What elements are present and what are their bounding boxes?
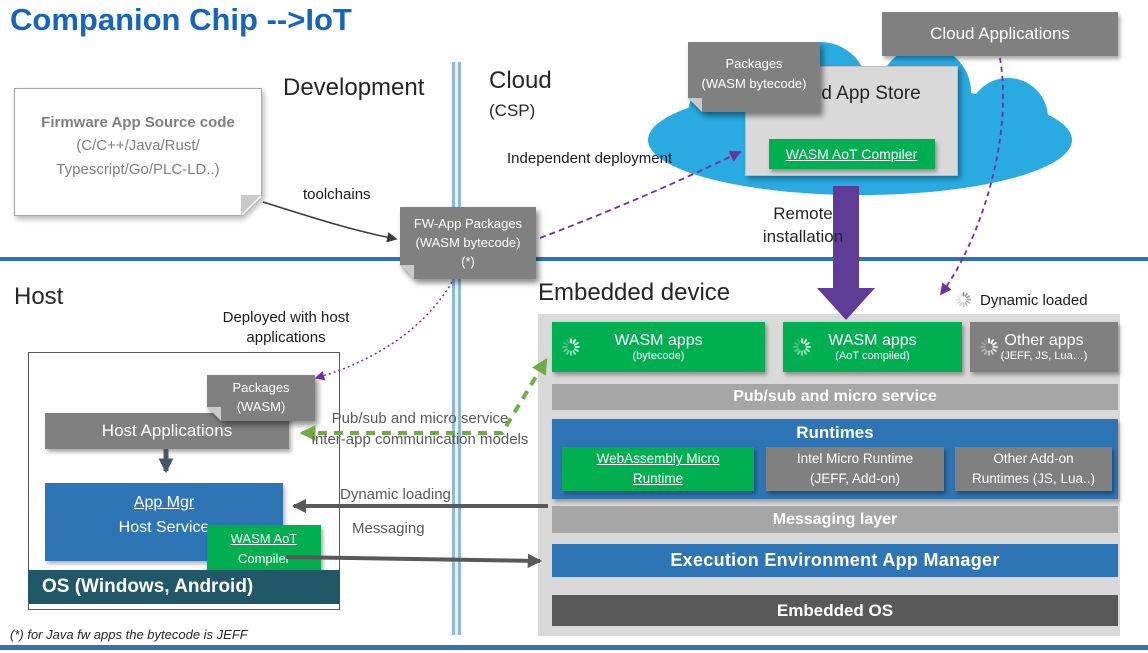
app-subtitle: (JEFF, JS, Lua…) xyxy=(1000,350,1088,362)
compiler-line1: WASM AoT xyxy=(230,531,298,546)
runtime-line2: Runtimes (JS, Lua..) xyxy=(971,471,1096,486)
section-label-development: Development xyxy=(283,74,425,101)
page-title: Companion Chip -->IoT xyxy=(10,2,352,37)
wasm-apps-bytecode-box: WASM apps (bytecode) xyxy=(552,322,765,372)
remote-installation-label: Remote installation xyxy=(748,203,858,249)
app-mgr-line1: App Mgr xyxy=(133,494,195,511)
runtime-line1: WebAssembly Micro xyxy=(596,451,720,467)
intel-micro-runtime-box: Intel Micro Runtime (JEFF, Add-on) xyxy=(766,447,944,491)
wasm-aot-compiler-host: WASM AoT Compiler xyxy=(207,525,321,571)
deployed-line1: Deployed with host xyxy=(222,309,350,326)
horizontal-divider xyxy=(0,257,1148,261)
cloud-note-line1: Packages xyxy=(725,56,783,71)
app-subtitle: (bytecode) xyxy=(632,350,685,362)
fw-note-line3: (*) xyxy=(461,253,475,269)
runtime-line1: Intel Micro Runtime xyxy=(796,451,914,467)
pubsub-models-label: Pub/sub and micro service inter-app comm… xyxy=(300,408,540,450)
remote-line2: installation xyxy=(762,226,844,246)
wasm-apps-aot-box: WASM apps (AoT compiled) xyxy=(783,322,962,372)
vertical-divider xyxy=(452,62,461,635)
app-title: WASM apps xyxy=(828,332,917,349)
folded-corner-icon xyxy=(207,407,221,421)
firmware-title: Firmware App Source code xyxy=(41,114,235,131)
other-apps-box: Other apps (JEFF, JS, Lua…) xyxy=(970,322,1118,372)
pubsub-models-line2: inter-app communication models xyxy=(311,431,529,448)
folded-corner-icon xyxy=(688,98,702,112)
dynamic-loading-label: Dynamic loading xyxy=(340,486,451,503)
folded-corner-icon xyxy=(241,195,261,215)
runtimes-title: Runtimes xyxy=(796,423,874,442)
cloud-note-line2: (WASM bytecode) xyxy=(701,75,807,91)
host-packages-note: Packages (WASM) xyxy=(207,375,315,421)
other-addon-runtimes-box: Other Add-on Runtimes (JS, Lua..) xyxy=(955,447,1112,491)
cloud-applications-box: Cloud Applications xyxy=(882,12,1118,56)
section-label-embedded-device: Embedded device xyxy=(538,279,731,306)
app-title: WASM apps xyxy=(614,332,703,349)
remote-line1: Remote xyxy=(773,204,833,223)
webassembly-micro-runtime-box: WebAssembly Micro Runtime xyxy=(562,447,754,491)
app-mgr-line2: Host Service xyxy=(118,518,210,536)
execution-environment-bar: Execution Environment App Manager xyxy=(552,544,1118,577)
host-note-line1: Packages xyxy=(232,380,290,395)
runtime-line2: Runtime xyxy=(632,471,684,486)
runtimes-section: Runtimes WebAssembly Micro Runtime Intel… xyxy=(552,419,1118,499)
fw-packages-note: FW-App Packages (WASM bytecode) (*) xyxy=(400,207,536,279)
firmware-line2: (C/C++/Java/Rust/ xyxy=(76,137,200,155)
compiler-line2: Compiler xyxy=(237,550,290,566)
wasm-aot-compiler-cloud: WASM AoT Compiler xyxy=(768,139,935,169)
section-label-cloud: Cloud xyxy=(489,67,552,94)
footnote: (*) for Java fw apps the bytecode is JEF… xyxy=(10,627,248,642)
app-mgr-box: App Mgr Host Service WASM AoT Compiler xyxy=(45,483,321,571)
dynamic-loaded-label: Dynamic loaded xyxy=(980,292,1088,309)
pubsub-models-line1: Pub/sub and micro service xyxy=(331,410,509,427)
embedded-device-container: WASM apps (bytecode) WASM apps (AoT comp… xyxy=(538,314,1120,636)
toolchains-label: toolchains xyxy=(303,186,371,203)
bottom-border-line xyxy=(0,645,1148,650)
section-label-csp: (CSP) xyxy=(489,101,536,120)
os-bar: OS (Windows, Android) xyxy=(28,570,340,604)
section-label-host: Host xyxy=(14,283,64,310)
firmware-source-box: Firmware App Source code (C/C++/Java/Rus… xyxy=(14,88,262,216)
runtime-line1: Other Add-on xyxy=(993,451,1074,467)
runtime-line2: (JEFF, Add-on) xyxy=(809,471,901,486)
cloud-packages-note: Packages (WASM bytecode) xyxy=(688,42,820,112)
app-title: Other apps xyxy=(1004,332,1084,349)
deployed-line2: applications xyxy=(246,329,326,347)
messaging-layer-bar: Messaging layer xyxy=(552,506,1118,533)
embedded-os-bar: Embedded OS xyxy=(552,595,1118,626)
pubsub-bar: Pub/sub and micro service xyxy=(552,384,1118,410)
host-note-line2: (WASM) xyxy=(236,398,286,414)
deployed-with-host-label: Deployed with host applications xyxy=(205,308,367,349)
fw-note-line2: (WASM bytecode) xyxy=(415,234,521,250)
fw-note-line1: FW-App Packages xyxy=(413,216,523,231)
independent-deployment-label: Independent deployment xyxy=(507,150,673,167)
spinner-icon xyxy=(955,291,972,308)
folded-corner-icon xyxy=(400,265,414,279)
toolchains-arrow xyxy=(262,201,398,243)
firmware-line3: Typescript/Go/PLC-LD..) xyxy=(56,160,220,178)
app-subtitle: (AoT compiled) xyxy=(835,350,910,362)
messaging-label: Messaging xyxy=(352,520,425,537)
